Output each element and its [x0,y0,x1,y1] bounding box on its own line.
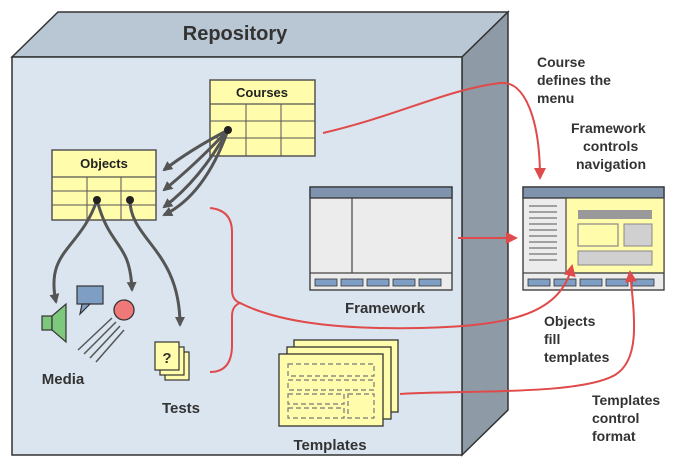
arrow-objects-to-templates [239,264,576,330]
courses-table: Courses [209,79,316,157]
annotation-line: controls [583,138,638,154]
annotation-line: menu [537,90,574,106]
arrow-to-speaker [49,199,99,304]
arrow-to-tests [128,199,185,327]
media-icons: Media [41,285,135,388]
annotation-framework-controls-navigation: Framework controls navigation [571,120,646,172]
courses-table-frame [209,79,316,157]
annotation-line: Templates [592,392,660,408]
arrow-templates-to-format [399,270,638,395]
tests-label: Tests [162,400,200,417]
ball-icon [77,299,135,363]
object-media-links [49,196,185,327]
flow-arrows [239,81,638,395]
objects-link-dot-1 [93,196,101,204]
framework-window: Framework [309,186,453,317]
annotation-line: format [592,428,636,444]
annotation-line: Framework [571,120,646,136]
annotation-line: Course [537,54,585,70]
speech-bubble-icon [76,285,104,316]
link-arrow-1 [162,128,229,172]
annotation-templates-control-format: Templates control format [592,392,660,444]
arrow-to-ball [95,199,137,292]
annotation-line: Objects [544,313,596,329]
annotation-line: defines the [537,72,611,88]
objects-table: Objects [51,149,157,221]
arrow-course-to-menu [322,81,546,180]
objects-table-frame [51,149,157,221]
repository-title: Repository [183,23,288,45]
annotation-line: templates [544,349,610,365]
speaker-icon [41,302,67,344]
templates-label: Templates [293,437,366,454]
annotation-line: control [592,410,639,426]
course-object-links [162,126,232,217]
objects-link-dot-2 [126,196,134,204]
templates-stack: Templates [278,339,399,454]
annotation-line: fill [544,331,560,347]
courses-link-dot [224,126,232,134]
objects-table-title: Objects [80,156,128,171]
annotation-line: navigation [576,156,646,172]
framework-label: Framework [345,300,426,317]
media-label: Media [42,371,85,388]
link-arrow-2 [162,128,230,192]
link-arrow-4 [162,129,230,217]
courses-table-title: Courses [236,85,288,100]
annotation-course-defines-menu: Course defines the menu [537,54,611,106]
framework-window-frame [309,186,453,291]
link-arrow-3 [162,129,230,209]
output-screen [522,186,665,291]
repository-side-face [461,10,509,457]
tests: ? Tests [154,341,200,417]
annotation-objects-fill-templates: Objects fill templates [544,313,610,365]
svg-text:?: ? [162,350,171,367]
question-pages-icon: ? [154,341,190,381]
